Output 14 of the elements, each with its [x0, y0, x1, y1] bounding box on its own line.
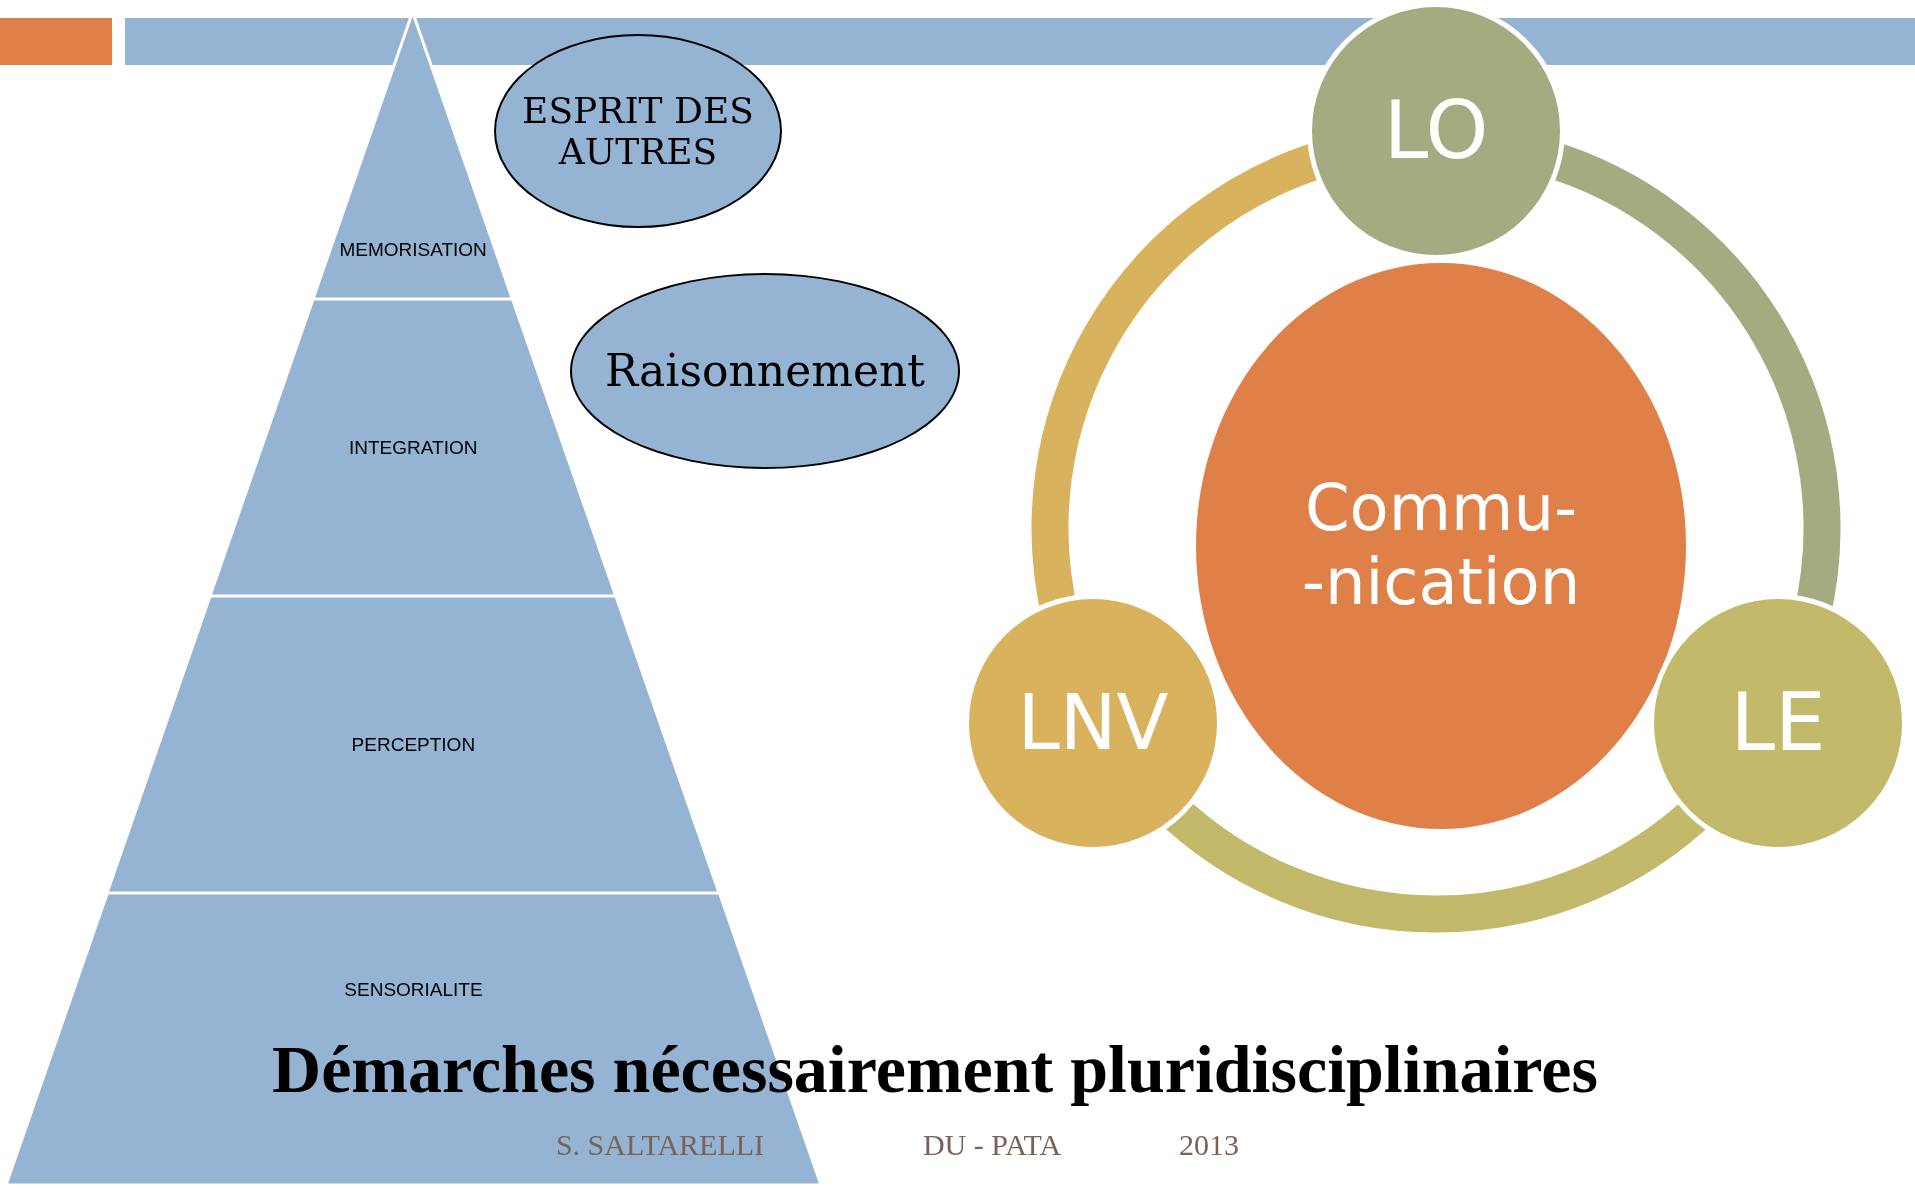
- oval-label: Raisonnement: [604, 345, 926, 397]
- circle-label: Commu- -nication: [1300, 472, 1582, 620]
- circle-label: LE: [1729, 677, 1827, 769]
- tier-label: INTEGRATION: [348, 437, 479, 459]
- circle-label: LNV: [1016, 679, 1170, 767]
- tier-label: SENSORIALITE: [343, 979, 484, 1001]
- tier-label: PERCEPTION: [350, 734, 477, 756]
- footer-text: 2013: [1179, 1128, 1239, 1162]
- footer-text: DU - PATA: [922, 1128, 1062, 1162]
- footer-text: S. SALTARELLI: [555, 1128, 765, 1162]
- oval-label: ESPRIT DES AUTRES: [521, 89, 755, 173]
- tier-label: MEMORISATION: [338, 239, 488, 261]
- slide-title: Démarches nécessairement pluridisciplinaires: [271, 1030, 1599, 1109]
- circle-label: LO: [1382, 85, 1490, 177]
